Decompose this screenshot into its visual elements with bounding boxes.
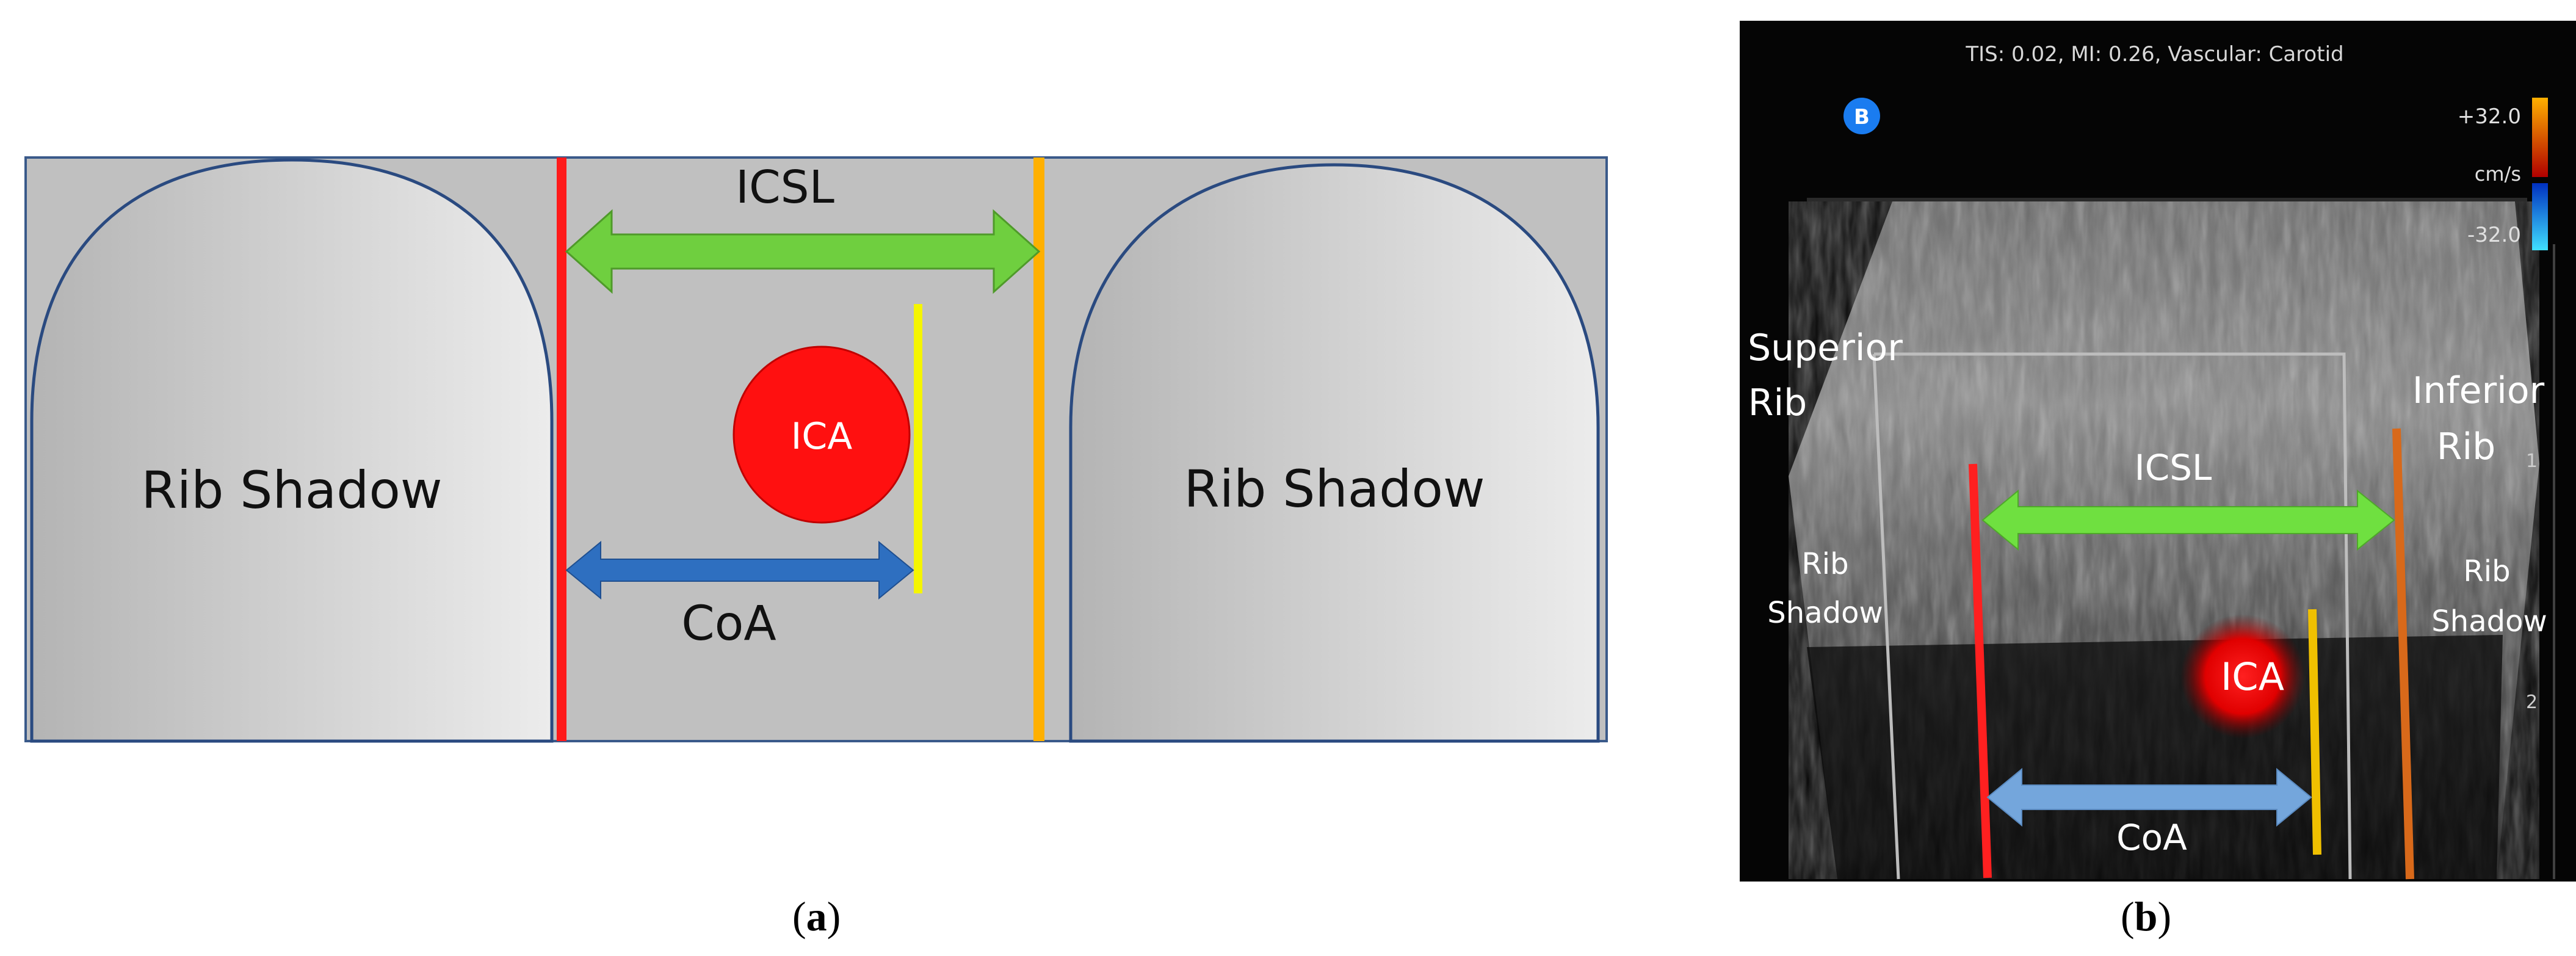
icsl-arrow-b — [1981, 489, 2395, 551]
icsl-label-a: ICSL — [736, 161, 834, 214]
ica-edge-line — [914, 304, 922, 593]
mode-badge-label: B — [1854, 105, 1870, 129]
depth-tick-2: 2 — [2526, 692, 2538, 713]
right-rib-shadow-line2-b: Shadow — [2431, 604, 2547, 639]
mode-badge — [1843, 98, 1880, 134]
left-rib-shadow — [30, 158, 554, 743]
inferior-rib-edge-line — [1033, 158, 1044, 741]
panel-b-caption: (b) — [2121, 893, 2172, 940]
image-top-line — [1807, 198, 2527, 201]
right-rib-shadow — [1069, 163, 1600, 743]
ica-label-a: ICA — [791, 415, 853, 458]
coa-label-a: CoA — [681, 596, 776, 651]
depth-ruler — [2553, 244, 2555, 879]
left-rib-shadow-label: Rib Shadow — [141, 460, 442, 520]
ica-flow-blob — [2180, 614, 2305, 739]
superior-rib-edge-line — [557, 158, 566, 741]
panel-a: ICSL CoA ICA Rib Shadow Rib Shadow — [24, 156, 1608, 743]
coa-arrow-b — [1986, 767, 2312, 827]
panel-a-caption-letter: a — [806, 893, 827, 940]
velocity-scale-bottom: -32.0 — [2467, 223, 2521, 247]
ica-label-b: ICA — [2221, 654, 2284, 699]
panel-b-caption-letter: b — [2134, 893, 2158, 940]
icsl-label-b: ICSL — [2135, 447, 2212, 488]
depth-tick-1: 1 — [2526, 451, 2538, 472]
superior-rib-label-line1: Superior — [1748, 327, 1903, 369]
left-rib-shadow-line2-b: Shadow — [1767, 596, 1883, 630]
coa-arrow — [565, 540, 914, 600]
superior-rib-label-line2: Rib — [1748, 382, 1807, 424]
inferior-rib-label-line1: Inferior — [2412, 369, 2545, 412]
right-rib-shadow-line1-b: Rib — [2463, 554, 2510, 588]
velocity-scale-top: +32.0 — [2458, 104, 2521, 129]
panel-a-caption: (a) — [792, 893, 841, 940]
velocity-scale-unit: cm/s — [2475, 162, 2521, 186]
superior-rib-edge-line-b — [1969, 463, 1992, 878]
ica-circle — [733, 346, 911, 524]
icsl-arrow — [565, 209, 1041, 294]
velocity-scale-negative — [2532, 183, 2548, 250]
velocity-scale-positive — [2532, 98, 2548, 177]
coa-label-b: CoA — [2116, 817, 2187, 858]
ultrasound-header-text: TIS: 0.02, MI: 0.26, Vascular: Carotid — [1965, 42, 2343, 67]
inferior-rib-edge-line-b — [2392, 428, 2414, 880]
inferior-rib-label-line2: Rib — [2437, 425, 2495, 468]
left-rib-shadow-line1-b: Rib — [1801, 547, 1848, 581]
color-box-outline — [1872, 352, 2352, 880]
ica-edge-line-b — [2308, 609, 2321, 855]
panel-b: TIS: 0.02, MI: 0.26, Vascular: Carotid B… — [1740, 21, 2576, 882]
right-rib-shadow-label: Rib Shadow — [1184, 459, 1485, 519]
